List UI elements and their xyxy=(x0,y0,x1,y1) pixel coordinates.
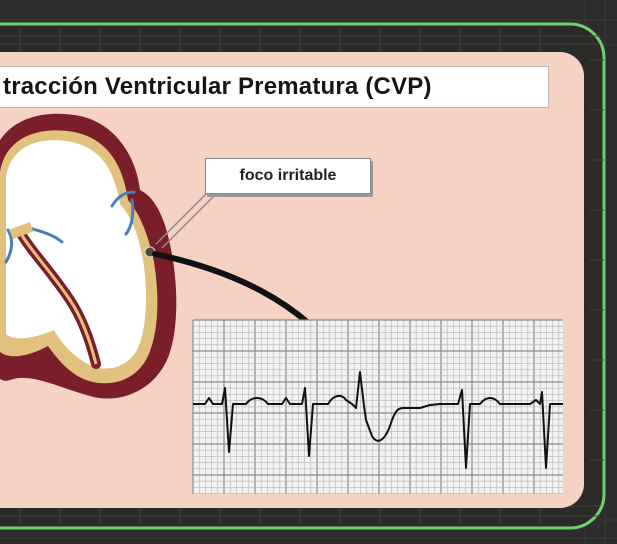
callout-label-box: foco irritable xyxy=(205,158,371,194)
callout-label: foco irritable xyxy=(240,167,337,185)
ecg-strip xyxy=(193,320,563,494)
slide-title: tracción Ventricular Prematura (CVP) xyxy=(0,73,432,101)
title-box: tracción Ventricular Prematura (CVP) xyxy=(0,66,549,108)
